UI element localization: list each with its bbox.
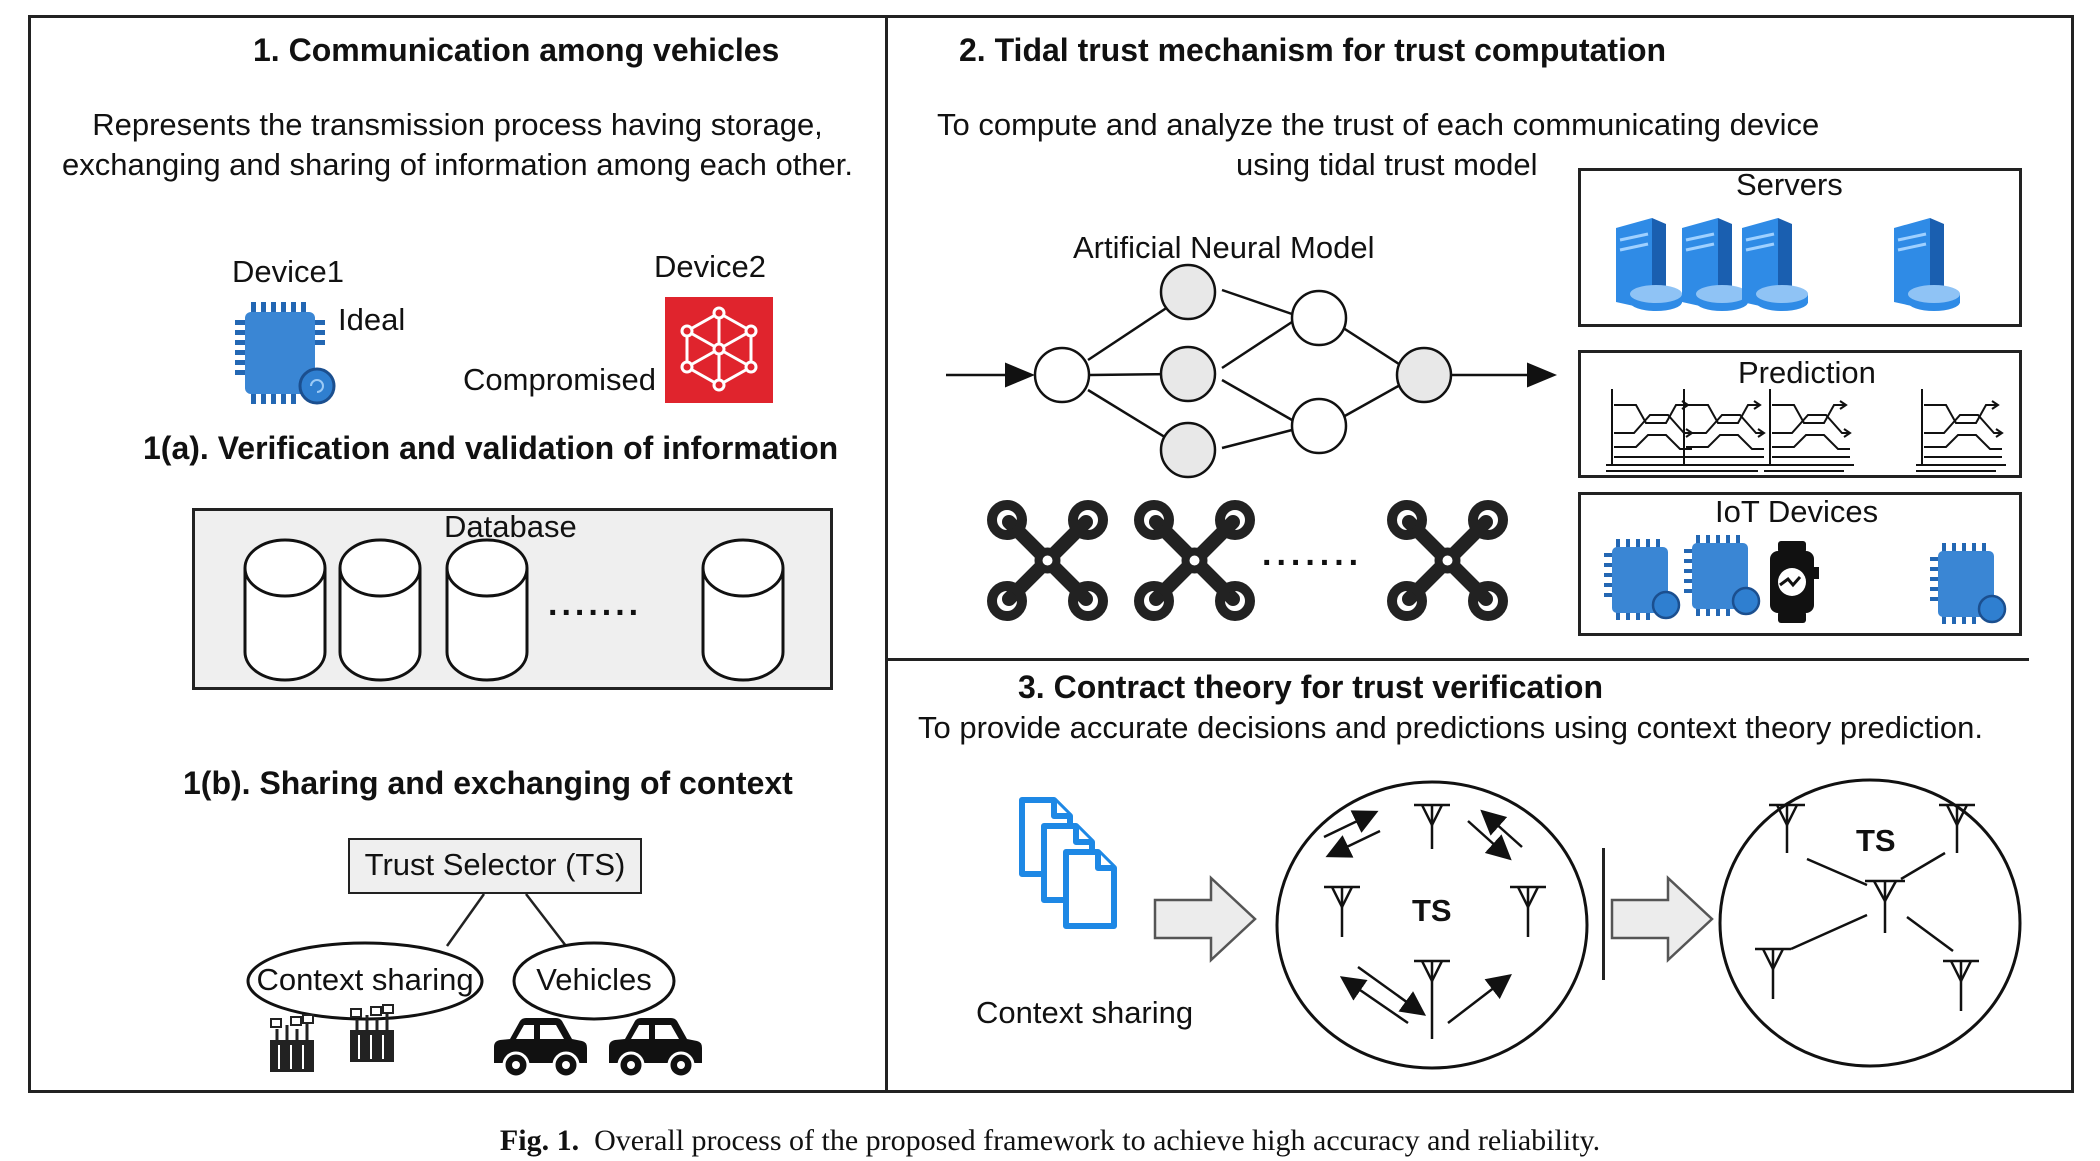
trust-selector-label: Trust Selector (TS) [364, 847, 626, 882]
database-cylinder-icon [338, 538, 422, 682]
section2-description-line1: To compute and analyze the trust of each… [937, 107, 1820, 142]
frame-top [28, 15, 2074, 18]
context-sharing-label: Context sharing [256, 962, 474, 997]
prediction-chart-icon [1606, 389, 1696, 472]
device1-label: Device1 [232, 254, 344, 289]
trust-selector-box [348, 838, 642, 894]
server-icon [1616, 218, 1682, 311]
antenna-icon [1769, 803, 1805, 853]
microchip-icon [1930, 543, 2007, 624]
ts-label-left: TS [1412, 893, 1452, 928]
servers-label: Servers [1736, 167, 1843, 202]
drone-icon [987, 500, 1108, 621]
section3-description: To provide accurate decisions and predic… [918, 710, 1983, 745]
documents-icon [1019, 797, 1117, 929]
antenna-icon [1939, 803, 1975, 853]
antenna-icon [1510, 885, 1546, 937]
car-icon [609, 1018, 702, 1079]
car-icon [494, 1018, 587, 1079]
server-icon [1682, 218, 1748, 311]
iot-devices-label: IoT Devices [1715, 494, 1879, 529]
section2-description-line2: using tidal trust model [1236, 147, 1538, 182]
frame-horizontal-divider [885, 658, 2029, 661]
antenna-icon [1865, 879, 1905, 933]
servers-group [1616, 218, 1960, 311]
server-icon [1742, 218, 1808, 311]
context-device-icon [350, 1004, 394, 1062]
block-arrow-icon [1153, 875, 1257, 963]
prediction-chart-icon [1916, 389, 2006, 472]
device2-label: Device2 [654, 249, 766, 284]
microchip-icon [235, 302, 336, 405]
prediction-chart-icon [1764, 389, 1854, 472]
nn-hidden-node [1290, 289, 1348, 347]
ts-label-right: TS [1856, 823, 1896, 858]
frame-bottom [28, 1090, 2074, 1093]
database-cylinders [243, 538, 785, 682]
database-cylinder-icon [445, 538, 529, 682]
section1-description-line1: Represents the transmission process havi… [92, 107, 823, 142]
database-cylinder-icon [701, 538, 785, 682]
device1-state-label: Ideal [338, 302, 406, 337]
section3-heading: 3. Contract theory for trust verificatio… [1018, 669, 1603, 705]
antenna-icon [1943, 959, 1979, 1011]
prediction-charts [1606, 389, 2006, 472]
microchip-icon [1604, 539, 1681, 620]
section1b-heading: 1(b). Sharing and exchanging of context [183, 765, 793, 801]
nn-output-node [1395, 346, 1453, 404]
drones-ellipsis: ....... [1262, 535, 1364, 573]
vehicles-label: Vehicles [536, 962, 652, 997]
block-arrow-icon [1610, 875, 1714, 963]
drone-icon [1134, 500, 1255, 621]
frame-vertical-divider [885, 15, 888, 1093]
antenna-icon [1755, 947, 1791, 999]
nn-hidden-node [1159, 345, 1217, 403]
frame-left [28, 15, 31, 1093]
ts-network-circle [1275, 780, 1589, 1070]
database-label: Database [444, 509, 577, 544]
antenna-icon [1414, 803, 1450, 849]
nn-input-node [1033, 346, 1091, 404]
neural-network-diagram [946, 263, 1557, 479]
antenna-icon [1414, 959, 1450, 1039]
database-cylinder-icon [243, 538, 327, 682]
prediction-chart-icon [1678, 389, 1768, 472]
figure-caption-text: Overall process of the proposed framewor… [594, 1124, 1601, 1157]
context-sharing-label-s3: Context sharing [976, 995, 1194, 1030]
section1-description-line2: exchanging and sharing of information am… [61, 147, 854, 182]
nn-hidden-node [1159, 421, 1217, 479]
antenna-icon [1324, 885, 1360, 937]
prediction-label: Prediction [1738, 355, 1876, 390]
separator-line [1602, 848, 1605, 980]
device2-state-label: Compromised [463, 362, 656, 397]
drone-icon [1387, 500, 1508, 621]
database-ellipsis: ....... [548, 585, 643, 623]
section1-heading: 1. Communication among vehicles [253, 32, 780, 68]
tree-connectors [246, 893, 676, 1021]
section2-heading: 2. Tidal trust mechanism for trust compu… [959, 32, 1667, 68]
section1a-heading: 1(a). Verification and validation of inf… [143, 430, 839, 466]
microchip-icon [1684, 535, 1761, 616]
context-device-icon [270, 1014, 314, 1072]
smartwatch-icon [1770, 541, 1819, 623]
figure-caption: Fig. 1. Overall process of the proposed … [0, 1124, 2100, 1158]
neural-model-label: Artificial Neural Model [1073, 230, 1375, 265]
nn-hidden-node [1159, 263, 1217, 321]
nn-hidden-node [1290, 397, 1348, 455]
compromised-device-icon [665, 297, 773, 403]
frame-right [2071, 15, 2074, 1093]
server-icon [1894, 218, 1960, 311]
ts-selected-circle [1718, 778, 2022, 1068]
figure-caption-prefix: Fig. 1. [499, 1124, 580, 1157]
iot-devices-group [1604, 535, 2007, 624]
